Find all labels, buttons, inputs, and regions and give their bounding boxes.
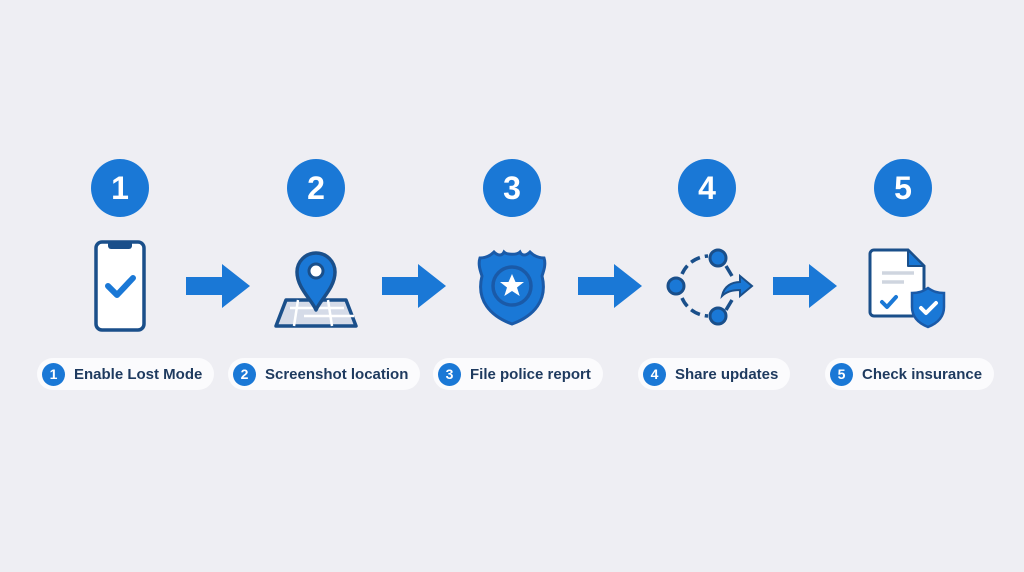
step-5-number-badge: 5	[874, 159, 932, 217]
insurance-document-shield-icon	[868, 248, 946, 329]
step-2-small-badge: 2	[233, 362, 256, 386]
police-badge-icon	[477, 249, 547, 326]
step-5-label-pill: 5 Check insurance	[825, 358, 995, 390]
arrow-right-icon	[578, 264, 642, 308]
step-5-label: Check insurance	[862, 365, 983, 383]
step-3-label: File police report	[470, 365, 591, 383]
arrow-right-icon	[382, 264, 446, 308]
arrow-right-icon	[773, 264, 837, 308]
step-4-number-badge: 4	[678, 159, 736, 217]
step-2-label: Screenshot location	[265, 365, 409, 383]
step-5-small-badge: 5	[830, 362, 853, 386]
step-3-label-pill: 3 File police report	[433, 358, 603, 390]
share-network-icon	[666, 248, 754, 326]
arrow-right-icon	[186, 264, 250, 308]
step-4-label: Share updates	[675, 365, 779, 383]
step-4-label-pill: 4 Share updates	[638, 358, 791, 390]
step-1-number-badge: 1	[91, 159, 149, 217]
step-1-label: Enable Lost Mode	[74, 365, 203, 383]
phone-check-icon	[94, 240, 146, 332]
step-3-small-badge: 3	[438, 362, 461, 386]
step-4-small-badge: 4	[643, 362, 666, 386]
map-pin-icon	[274, 251, 358, 328]
step-2-number-badge: 2	[287, 159, 345, 217]
step-3-number-badge: 3	[483, 159, 541, 217]
step-1-small-badge: 1	[42, 362, 65, 386]
step-1-label-pill: 1 Enable Lost Mode	[37, 358, 215, 390]
step-2-label-pill: 2 Screenshot location	[228, 358, 421, 390]
